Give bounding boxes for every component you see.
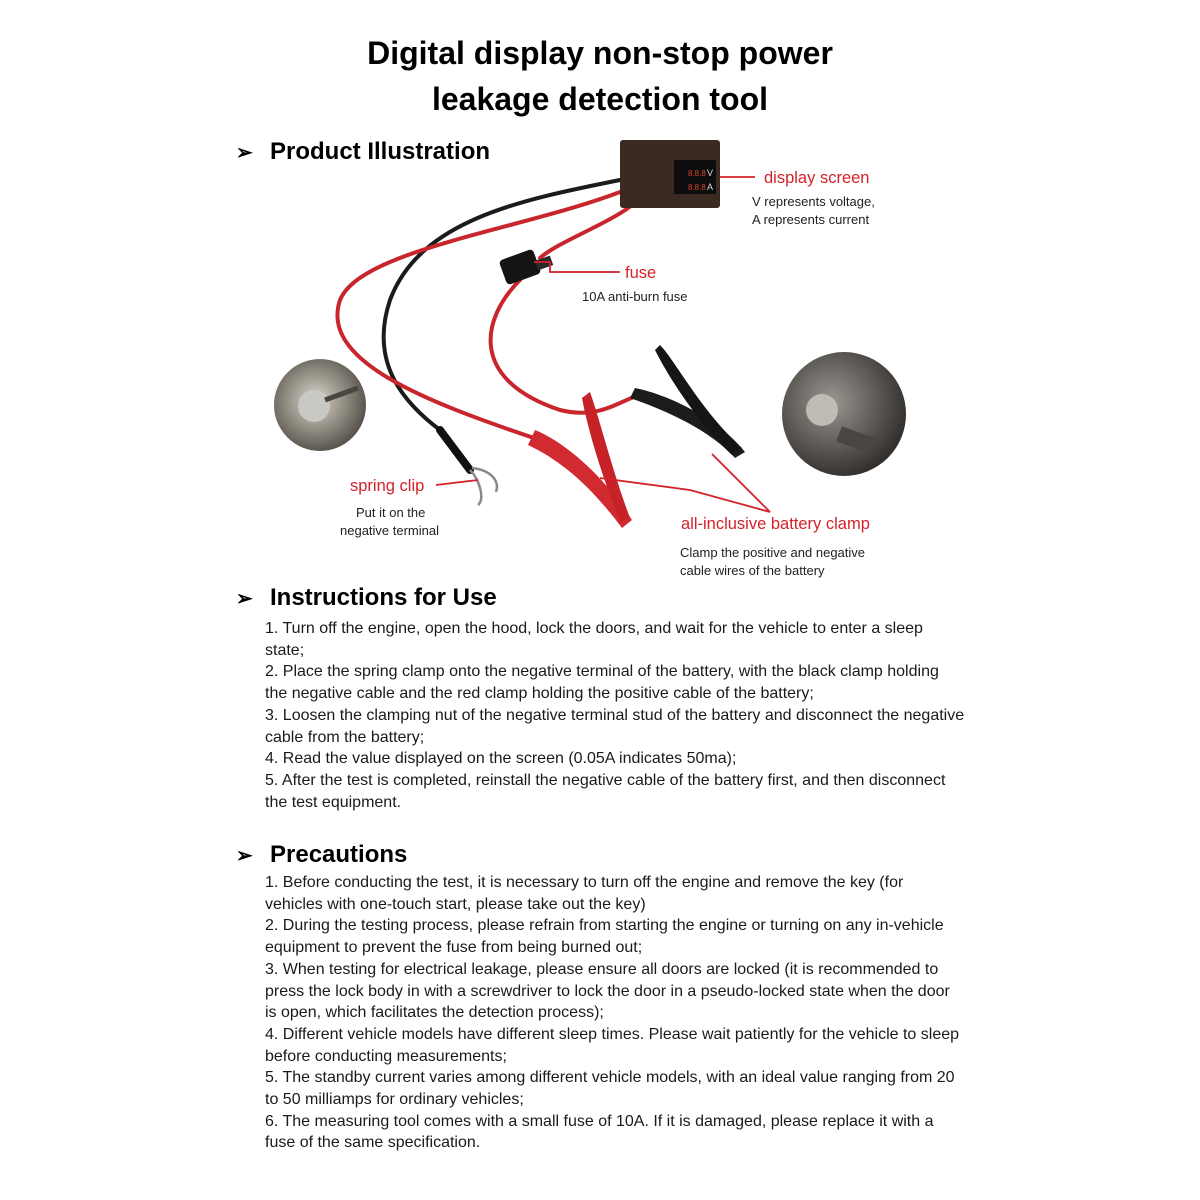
- meter-reading-a-digits: 8.8.8: [688, 183, 706, 192]
- instructions-list: 1. Turn off the engine, open the hood, l…: [265, 618, 965, 813]
- callout-spring-clip-desc-line1: Put it on the: [356, 505, 425, 520]
- meter-v-label: V: [707, 168, 713, 178]
- red-wire-left: [335, 190, 622, 442]
- callout-battery-clamp-desc-line2: cable wires of the battery: [680, 563, 825, 578]
- callout-fuse-desc: 10A anti-burn fuse: [582, 289, 688, 304]
- section-heading-instructions: ➢ Instructions for Use: [236, 584, 497, 612]
- precaution-item: 3. When testing for electrical leakage, …: [265, 960, 950, 1022]
- red-wire-right: [488, 278, 642, 415]
- section-heading-precautions-label: Precautions: [270, 841, 408, 868]
- fuse-holder: [499, 249, 554, 285]
- instruction-item: 4. Read the value displayed on the scree…: [265, 750, 737, 768]
- callout-lines: [435, 176, 771, 513]
- page-title-line2: leakage detection tool: [431, 81, 769, 117]
- photo-battery-terminal: [782, 352, 906, 476]
- precaution-item: 6. The measuring tool comes with a small…: [265, 1112, 934, 1152]
- section-heading-illustration: ➢ Product Illustration: [236, 138, 490, 166]
- section-heading-instructions-label: Instructions for Use: [270, 584, 497, 611]
- red-clamp: [528, 392, 632, 528]
- page-title-line1: Digital display non-stop power: [367, 35, 833, 71]
- arrowhead-bullet-icon: ➢: [236, 845, 253, 867]
- instruction-item: 5. After the test is completed, reinstal…: [265, 771, 946, 811]
- instruction-item: 1. Turn off the engine, open the hood, l…: [265, 620, 923, 659]
- precaution-item: 4. Different vehicle models have differe…: [265, 1025, 960, 1065]
- page-title: Digital display non-stop power leakage d…: [0, 30, 1200, 122]
- instruction-item: 2. Place the spring clamp onto the negat…: [265, 663, 939, 703]
- callout-display-screen-title: display screen: [764, 169, 869, 187]
- callout-display-screen-desc-line2: A represents current: [752, 212, 869, 227]
- meter-reading-v-digits: 8.8.8: [688, 169, 706, 178]
- black-clamp: [630, 345, 745, 458]
- display-module: 8.8.8 8.8.8 V A: [620, 140, 720, 208]
- precaution-item: 2. During the testing process, please re…: [265, 917, 944, 957]
- callout-spring-clip-title: spring clip: [350, 477, 424, 495]
- precaution-item: 5. The standby current varies among diff…: [265, 1069, 955, 1109]
- wires: [335, 178, 642, 442]
- black-wire-spring: [381, 178, 622, 432]
- precautions-list: 1. Before conducting the test, it is nec…: [265, 872, 965, 1154]
- precaution-item: 1. Before conducting the test, it is nec…: [265, 874, 904, 913]
- callout-display-screen-desc-line1: V represents voltage,: [752, 194, 875, 209]
- section-heading-precautions: ➢ Precautions: [236, 841, 407, 869]
- callout-spring-clip-desc-line2: negative terminal: [340, 523, 439, 538]
- meter-a-label: A: [707, 182, 713, 192]
- instruction-item: 3. Loosen the clamping nut of the negati…: [265, 706, 965, 746]
- arrowhead-bullet-icon: ➢: [236, 588, 253, 610]
- section-heading-illustration-label: Product Illustration: [270, 138, 491, 165]
- spring-clip: [436, 426, 499, 507]
- arrowhead-bullet-icon: ➢: [236, 142, 253, 164]
- callout-fuse-title: fuse: [625, 264, 656, 282]
- callout-battery-clamp-title: all-inclusive battery clamp: [681, 515, 870, 533]
- photo-negative-terminal: [274, 359, 366, 451]
- callout-battery-clamp-desc-line1: Clamp the positive and negative: [680, 545, 865, 560]
